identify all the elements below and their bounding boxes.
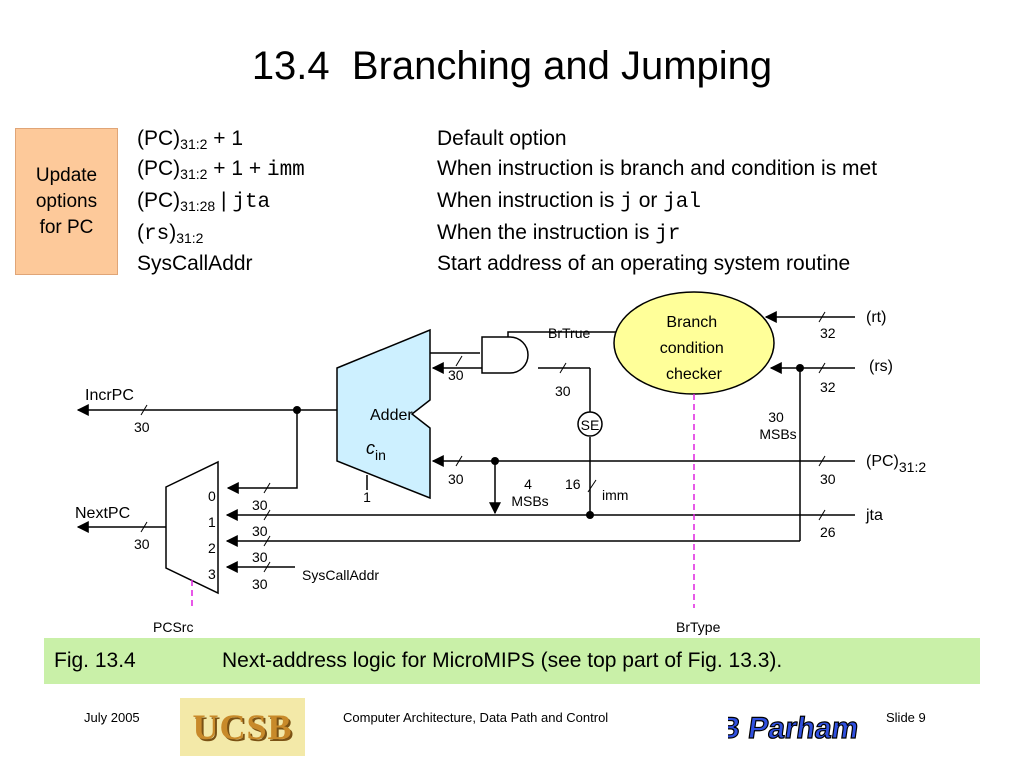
- mux-input-0: 0: [208, 488, 216, 504]
- option-branch: (PC)31:2 + 1 + imm: [137, 157, 305, 182]
- width-jta: 26: [820, 524, 836, 540]
- desc-default: Default option: [437, 127, 567, 150]
- junction-dot: [293, 406, 301, 414]
- option-jr: (rs)31:2: [137, 221, 204, 246]
- option-default: (PC)31:2 + 1: [137, 127, 244, 152]
- mux-input-3: 3: [208, 566, 216, 582]
- width-nextpc: 30: [134, 536, 150, 552]
- desc-jr: When the instruction is jr: [437, 221, 681, 246]
- desc-jump: When instruction is j or jal: [437, 189, 702, 214]
- cin-one-label: 1: [363, 489, 371, 505]
- cin-label: cin: [366, 438, 386, 463]
- brtrue-label: BrTrue: [548, 325, 590, 341]
- brtype-label: BrType: [676, 619, 721, 635]
- junction-dot: [586, 511, 594, 519]
- width-mux0: 30: [252, 497, 268, 513]
- width-rs: 32: [820, 379, 836, 395]
- ucsb-logo: UCSB: [180, 698, 305, 756]
- footer-slide-number: Slide 9: [886, 710, 926, 725]
- output-nextpc: NextPC: [75, 505, 130, 522]
- update-options-label: Update options for PC: [35, 164, 98, 238]
- figure-caption: Fig. 13.4 Next-address logic for MicroMI…: [44, 638, 980, 684]
- footer-course: Computer Architecture, Data Path and Con…: [343, 710, 609, 725]
- width-mux3: 30: [252, 576, 268, 592]
- option-syscall: SysCallAddr: [137, 252, 253, 275]
- width-pc: 30: [820, 471, 836, 487]
- option-jump: (PC)31:28 | jta: [137, 189, 271, 214]
- mux-input-2: 2: [208, 540, 216, 556]
- width-and-in: 30: [555, 383, 571, 399]
- slide-title: 13.4 Branching and Jumping: [251, 44, 773, 88]
- figure-caption-text: Next-address logic for MicroMIPS (see to…: [222, 649, 783, 672]
- input-rt: (rt): [866, 309, 886, 326]
- footer-date: July 2005: [84, 710, 140, 725]
- msbs30-label: 30 MSBs: [759, 409, 796, 442]
- update-options-box: Update options for PC: [15, 128, 118, 275]
- msbs4-label: 4 MSBs: [511, 476, 548, 509]
- adder-unit: [336, 328, 431, 500]
- width-mux2: 30: [252, 549, 268, 565]
- author-logo: B Parhami: [728, 712, 858, 746]
- adder-label: Adder: [370, 407, 413, 424]
- pc-mux: [165, 460, 219, 595]
- and-gate: [481, 336, 529, 374]
- syscalladdr-label: SysCallAddr: [302, 567, 379, 583]
- width-pc-to-adder: 30: [448, 471, 464, 487]
- desc-syscall: Start address of an operating system rou…: [437, 252, 851, 275]
- input-pc: (PC)31:2: [866, 453, 926, 475]
- pcsrc-label: PCSrc: [153, 619, 193, 635]
- figure-number: Fig. 13.4: [54, 649, 136, 672]
- width-imm: 16: [565, 476, 581, 492]
- mux-input-1: 1: [208, 514, 216, 530]
- junction-dot: [491, 457, 499, 465]
- se-label: SE: [581, 417, 600, 433]
- desc-branch: When instruction is branch and condition…: [437, 157, 878, 180]
- sign-extend-unit: [577, 411, 603, 437]
- width-incrpc: 30: [134, 419, 150, 435]
- junction-dot: [796, 364, 804, 372]
- svg-text:B Parhami: B Parhami: [728, 712, 858, 745]
- imm-label: imm: [602, 487, 628, 503]
- width-adder-in: 30: [448, 367, 464, 383]
- input-rs: (rs): [869, 358, 893, 375]
- checker-label: Branch condition checker: [660, 314, 729, 383]
- width-rt: 32: [820, 325, 836, 341]
- width-mux1: 30: [252, 523, 268, 539]
- input-jta: jta: [865, 507, 883, 524]
- output-incrpc: IncrPC: [85, 387, 134, 404]
